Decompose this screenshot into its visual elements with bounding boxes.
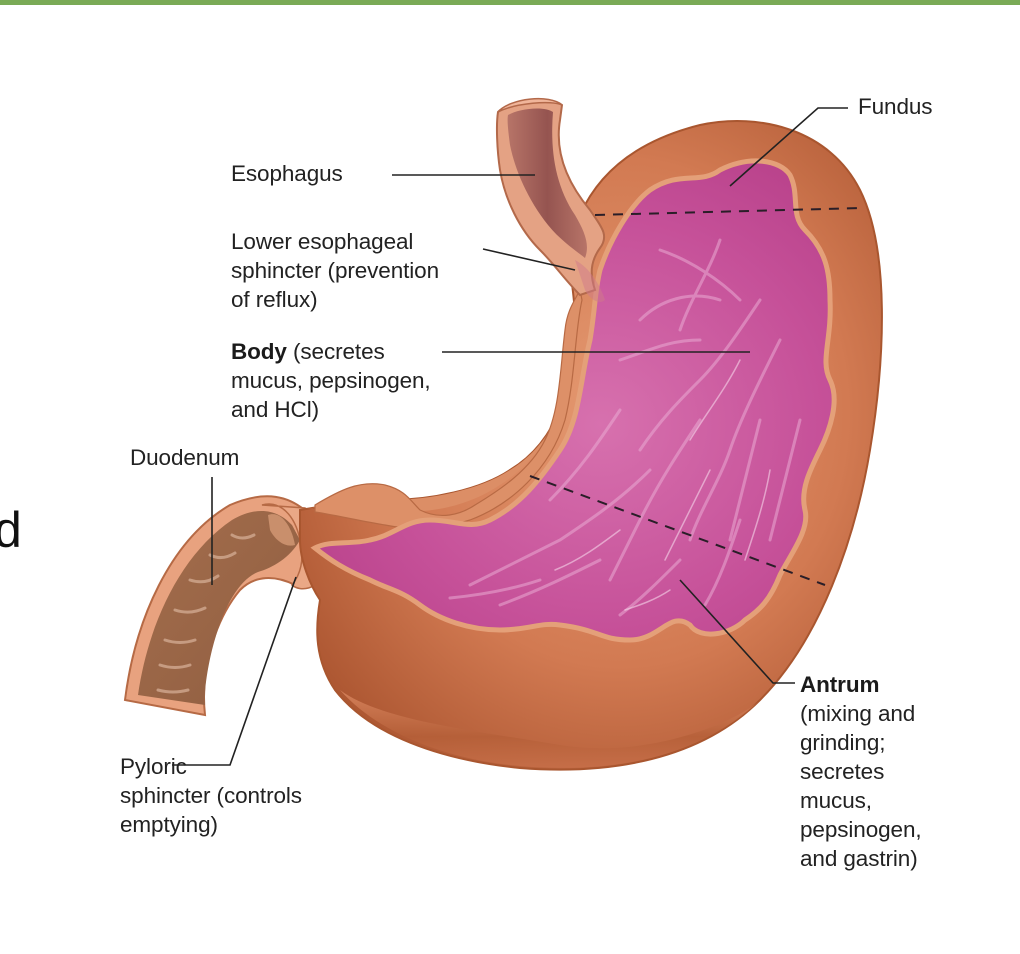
label-fundus: Fundus xyxy=(858,94,933,119)
les-line-1: Lower esophageal xyxy=(231,229,414,254)
header-accent-bar xyxy=(0,0,1020,5)
pyloric-line-2: sphincter (controls xyxy=(120,783,302,808)
label-duodenum: Duodenum xyxy=(130,445,240,470)
fundus-boundary-dashed-line xyxy=(594,207,863,216)
antrum-line-2: (mixing and xyxy=(800,701,916,726)
antrum-leader-line xyxy=(679,579,795,684)
pyloric-line-3: emptying) xyxy=(120,812,218,837)
esophagus xyxy=(495,98,606,302)
les-line-3: of reflux) xyxy=(231,287,318,312)
body-term: Body xyxy=(231,339,287,364)
antrum-line-1: Antrum xyxy=(800,670,880,699)
les-line-2: sphincter (prevention xyxy=(231,258,440,283)
stomach-mucosa xyxy=(310,158,837,643)
body-line-1-rest: (secretes xyxy=(286,339,385,364)
label-esophagus: Esophagus xyxy=(231,161,343,186)
antrum-line-6: pepsinogen, xyxy=(800,817,922,842)
antrum-line-3: grinding; xyxy=(800,730,886,755)
cropped-slide-text: d xyxy=(0,502,22,558)
body-line-2: mucus, pepsinogen, xyxy=(231,368,431,393)
antrum-line-7: and gastrin) xyxy=(800,846,918,871)
antrum-line-4: secretes xyxy=(800,759,885,784)
body-line-1: Body (secretes xyxy=(231,337,385,366)
body-line-3: and HCl) xyxy=(231,397,319,422)
antrum-term: Antrum xyxy=(800,672,880,697)
fundus-leader-line xyxy=(729,107,848,187)
pyloric-line-1: Pyloric xyxy=(120,754,187,779)
antrum-line-5: mucus, xyxy=(800,788,872,813)
pyloric-leader-line xyxy=(172,576,297,766)
les-leader-line xyxy=(482,248,576,271)
